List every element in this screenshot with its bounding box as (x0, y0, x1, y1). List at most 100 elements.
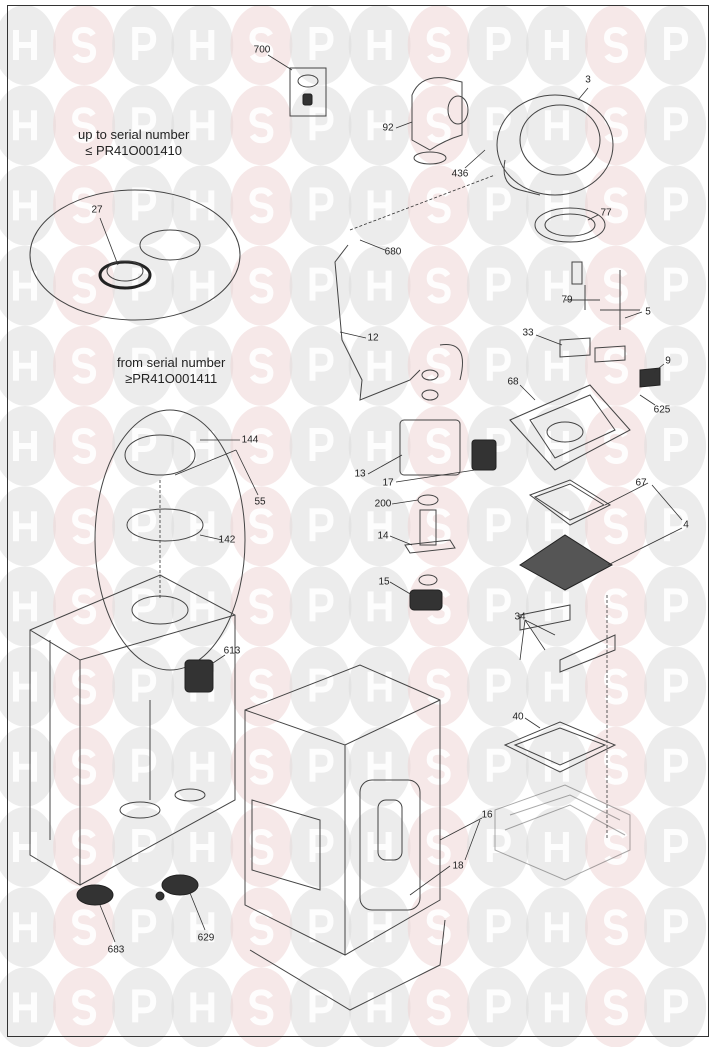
part-68-burner-door[interactable] (509, 384, 631, 471)
watermark-letter-icon (132, 107, 157, 141)
watermark-letter-icon (426, 668, 451, 705)
label-144[interactable]: 144 (241, 434, 259, 446)
part-14-15-gas-inlet[interactable] (389, 494, 456, 611)
label-3[interactable]: 3 (585, 74, 591, 86)
watermark-letter-icon (72, 187, 97, 224)
watermark-letter-icon (72, 748, 97, 785)
label-67[interactable]: 67 (635, 477, 647, 489)
label-55[interactable]: 55 (254, 496, 266, 508)
part-700-seal-kit[interactable] (267, 54, 327, 117)
watermark-letter-icon (72, 508, 97, 545)
watermark-letter-icon (367, 591, 392, 622)
watermark-letter-icon (426, 748, 451, 785)
label-34[interactable]: 34 (514, 611, 526, 623)
part-77-fan-gasket[interactable] (534, 207, 606, 243)
serial-note-old-line1: up to serial number (78, 127, 190, 142)
label-200[interactable]: 200 (374, 498, 392, 510)
watermark-letter-icon (13, 671, 37, 702)
part-683-grommet[interactable] (76, 884, 116, 943)
watermark-letter-icon (426, 267, 451, 304)
label-683[interactable]: 683 (107, 944, 125, 956)
label-4[interactable]: 4 (683, 519, 689, 531)
watermark-letter-icon (664, 347, 689, 381)
watermark-letter-icon (367, 992, 392, 1023)
label-625[interactable]: 625 (653, 404, 671, 416)
label-12[interactable]: 12 (367, 332, 379, 344)
watermark-letter-icon (309, 27, 334, 60)
label-18[interactable]: 18 (452, 860, 464, 872)
watermark-letter-icon (664, 267, 689, 301)
watermark-letter-icon (603, 588, 629, 625)
watermark-letter-icon (132, 909, 157, 943)
watermark-letter-icon (486, 27, 511, 60)
serial-note-old-line2: ≤ PR41O001410 (85, 143, 183, 158)
label-15[interactable]: 15 (378, 576, 390, 588)
part-3-fan[interactable] (464, 87, 614, 196)
watermark-letter-icon (132, 27, 157, 60)
label-77[interactable]: 77 (600, 207, 612, 219)
label-680[interactable]: 680 (384, 246, 402, 258)
watermark-letter-icon (72, 989, 97, 1026)
label-436[interactable]: 436 (451, 168, 469, 180)
part-629-grommet[interactable] (155, 874, 206, 931)
watermark-letter-icon (13, 511, 37, 542)
watermark-letter-icon (72, 588, 97, 625)
watermark-letter-icon (603, 909, 629, 946)
part-79-5-electrodes[interactable] (535, 261, 665, 406)
label-5[interactable]: 5 (645, 306, 651, 318)
label-92[interactable]: 92 (382, 122, 394, 134)
watermark-letter-icon (13, 431, 37, 461)
watermark-letter-icon (603, 828, 629, 866)
label-33[interactable]: 33 (522, 327, 534, 339)
watermark-letter-icon (190, 431, 215, 461)
label-79[interactable]: 79 (561, 294, 573, 306)
label-142[interactable]: 142 (218, 534, 236, 546)
watermark-letter-icon (309, 668, 334, 702)
watermark-letter-icon (309, 829, 334, 862)
watermark-letter-icon (132, 668, 157, 702)
part-40-frame[interactable] (503, 717, 617, 773)
watermark-letter-icon (486, 989, 511, 1023)
label-13[interactable]: 13 (354, 468, 366, 480)
watermark-letter-icon (367, 110, 392, 141)
watermark-letter-icon (249, 989, 274, 1026)
part-613-component[interactable] (184, 654, 226, 693)
watermark-letter-icon (544, 270, 569, 301)
watermark-letter-icon (486, 428, 511, 461)
watermark-letter-icon (544, 190, 569, 221)
watermark-letter-icon (309, 107, 334, 141)
label-27[interactable]: 27 (91, 204, 103, 216)
label-9[interactable]: 9 (665, 355, 671, 367)
label-629[interactable]: 629 (197, 932, 215, 944)
part-67-4-burner[interactable] (519, 479, 683, 591)
watermark-letter-icon (132, 989, 157, 1023)
diagram-frame (7, 5, 709, 1037)
label-68[interactable]: 68 (507, 376, 519, 388)
watermark-letter-icon (544, 992, 569, 1023)
part-34-brackets[interactable] (519, 595, 616, 840)
boiler-chassis[interactable] (29, 574, 236, 886)
part-16-18-casing[interactable] (244, 664, 483, 1011)
watermark-letter-icon (603, 107, 629, 144)
watermark-letter-icon (664, 829, 689, 862)
label-40[interactable]: 40 (512, 711, 524, 723)
part-92-flue-elbow[interactable] (395, 77, 469, 165)
watermark-letter-icon (426, 107, 451, 144)
label-16[interactable]: 16 (481, 809, 493, 821)
label-700[interactable]: 700 (253, 44, 271, 56)
watermark-letter-icon (190, 992, 215, 1023)
label-17[interactable]: 17 (382, 477, 394, 489)
label-14[interactable]: 14 (377, 530, 389, 542)
label-613[interactable]: 613 (223, 645, 241, 657)
watermark-letter-icon (603, 989, 629, 1026)
watermark-letter-icon (249, 347, 274, 384)
part-12-gas-pipe[interactable] (334, 174, 496, 401)
watermark-letter-icon (190, 832, 215, 862)
watermark-letter-icon (249, 588, 274, 625)
watermark-letter-icon (13, 350, 37, 381)
watermark-letter-icon (664, 428, 689, 461)
watermark-letter-icon (132, 748, 157, 782)
part-13-gas-valve[interactable] (367, 369, 497, 483)
watermark-letter-icon (367, 30, 392, 60)
